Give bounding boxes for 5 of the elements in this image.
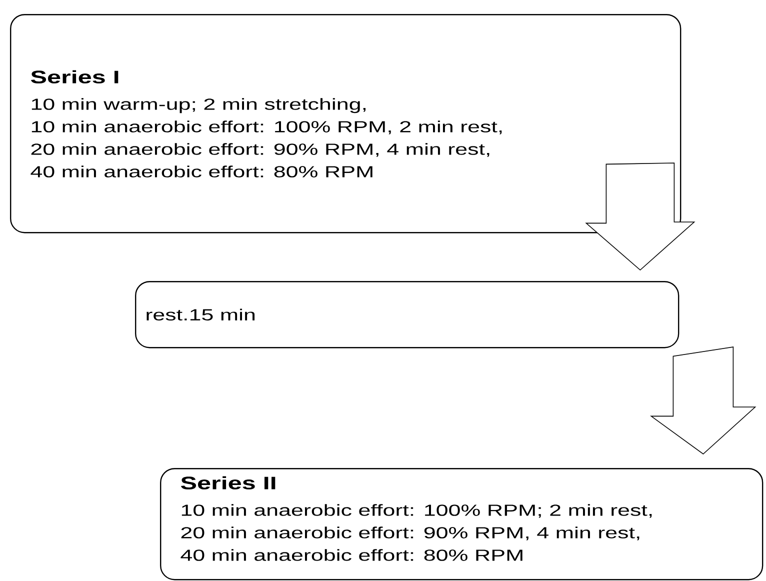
block-arrow — [650, 346, 756, 454]
process-box: Series I 10 min warm-up; 2 min stretching, 10 min anaerobic effort: 100% RPM, 2 min rest, 20 min anaerobic effort: 90% RPM, 4 min rest, 40 min anaerobic effort: 80% RPM — [10, 14, 682, 234]
process-box: Series II 10 min anaerobic effort: 100% RPM; 2 min rest, 20 min anaerobic effort: 90% RPM, 4 min rest, 40 min anaerobic effort: 80% RPM — [160, 468, 764, 580]
block-arrow — [585, 162, 696, 271]
process-box: rest.15 min — [135, 281, 680, 348]
